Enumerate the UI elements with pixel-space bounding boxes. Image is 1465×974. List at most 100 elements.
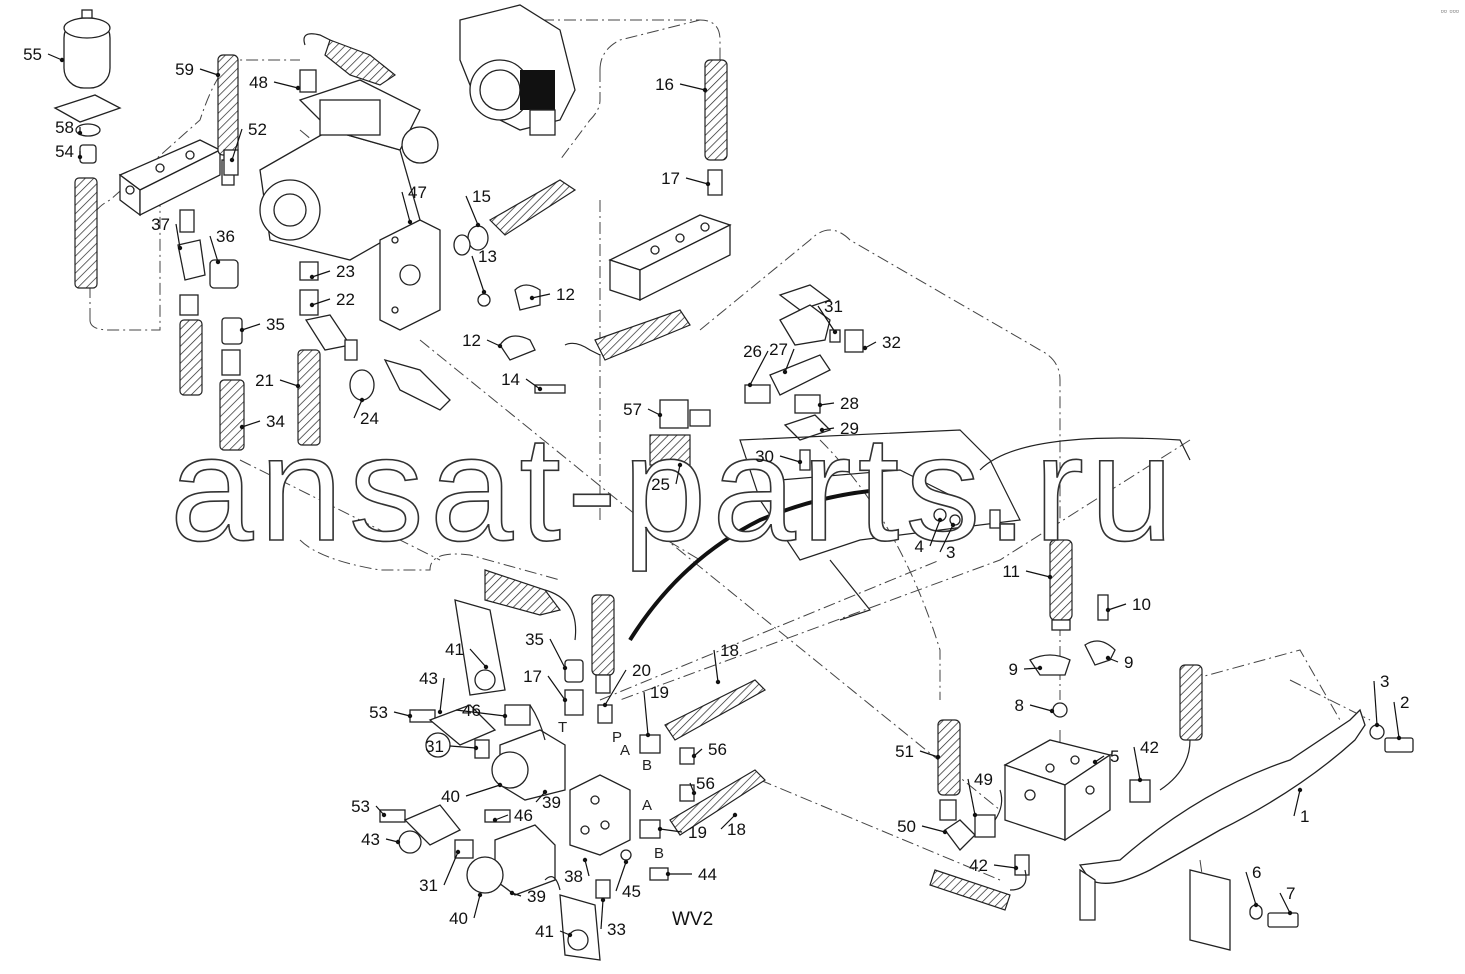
callout-6: 6 (1245, 863, 1261, 908)
callout-41: 41 (445, 640, 489, 670)
callout-45: 45 (615, 859, 641, 901)
leader-dot (1105, 655, 1111, 661)
callout-43: 43 (419, 669, 445, 715)
valve-block-5 (929, 664, 1203, 911)
leader-line (1029, 704, 1053, 712)
leader-line (921, 825, 946, 833)
leader-line (535, 791, 546, 803)
leader-dot (473, 745, 479, 751)
callout-number: 31 (419, 876, 438, 895)
manifold-block-right (608, 59, 732, 302)
leader-line (1107, 603, 1127, 611)
callout-number: 5 (1110, 747, 1119, 766)
callout-number: 45 (622, 882, 641, 901)
callout-number: 46 (462, 701, 481, 720)
callout-36: 36 (209, 227, 235, 265)
leader-line (273, 81, 299, 89)
leader-dot (1287, 910, 1293, 916)
callout-14: 14 (501, 370, 543, 392)
callout-30: 30 (755, 447, 803, 466)
callout-number: 12 (556, 285, 575, 304)
leader-line (241, 323, 261, 331)
leader-line (1245, 871, 1257, 906)
port-letter: A (642, 797, 652, 814)
leader-line (473, 894, 481, 919)
leader-line (1023, 667, 1041, 670)
leader-line (549, 638, 566, 669)
leader-dot (239, 424, 245, 430)
top-motor (459, 4, 576, 136)
leader-line (779, 455, 801, 463)
leader-dot (942, 829, 948, 835)
connector-group (649, 284, 864, 471)
leader-line (1393, 701, 1400, 739)
leader-line (311, 270, 331, 278)
callout-53: 53 (351, 797, 387, 818)
callout-number: 59 (175, 60, 194, 79)
port-letter: B (642, 757, 652, 774)
callout-34: 34 (239, 412, 285, 431)
callout-number: 28 (840, 394, 859, 413)
leader-line (47, 53, 63, 61)
callout-number: 4 (915, 537, 924, 556)
callout-32: 32 (862, 333, 901, 352)
leader-dot (832, 329, 838, 335)
callout-57: 57 (623, 400, 663, 419)
leader-dot (437, 709, 443, 715)
leader-line (679, 83, 706, 91)
leader-line (1279, 892, 1291, 914)
leader-dot (295, 85, 301, 91)
callout-number: 36 (216, 227, 235, 246)
leader-dot (295, 383, 301, 389)
leader-line (600, 899, 604, 930)
callout-3: 3 (1373, 672, 1389, 728)
leader-dot (1253, 902, 1259, 908)
leader-dot (229, 157, 235, 163)
leader-dot (623, 859, 629, 865)
callout-number: 18 (720, 641, 739, 660)
leader-line (231, 128, 243, 161)
leader-dot (492, 817, 498, 823)
leader-line (643, 691, 649, 736)
manifold-block-left (118, 139, 222, 217)
leader-line (209, 235, 219, 263)
leader-dot (407, 713, 413, 719)
leader-dot (1297, 787, 1303, 793)
leader-line (685, 177, 709, 185)
leader-dot (797, 459, 803, 465)
callout-15: 15 (465, 187, 491, 228)
callout-number: 31 (824, 297, 843, 316)
callout-number: 21 (255, 371, 274, 390)
callout-number: 27 (769, 340, 788, 359)
callout-number: 32 (882, 333, 901, 352)
leader-line (615, 861, 627, 892)
leader-dot (691, 790, 697, 796)
leader-dot (705, 181, 711, 187)
callout-50: 50 (897, 817, 948, 836)
callout-35: 35 (525, 630, 568, 671)
leader-dot (657, 412, 663, 418)
leader-line (919, 750, 939, 758)
callout-37: 37 (151, 215, 183, 251)
callout-5: 5 (1092, 747, 1119, 766)
heavy-cable (628, 488, 881, 642)
callout-42: 42 (1133, 738, 1159, 783)
bracket-1 (1078, 708, 1414, 951)
callout-number: 3 (1380, 672, 1389, 691)
callout-8: 8 (1015, 696, 1055, 715)
callout-29: 29 (819, 419, 859, 438)
leader-dot (657, 826, 663, 832)
leader-line (465, 195, 479, 226)
leader-line (1293, 789, 1301, 817)
leader-line (494, 814, 509, 821)
leader-dot (582, 857, 588, 863)
leader-line (1133, 746, 1141, 781)
callout-number: 6 (1252, 863, 1261, 882)
callout-number: 38 (564, 867, 583, 886)
callout-47: 47 (401, 183, 427, 225)
callout-number: 19 (688, 823, 707, 842)
leader-dot (1374, 722, 1380, 728)
watermark: ansat-parts.ru (170, 404, 1179, 572)
callout-number: 37 (151, 215, 170, 234)
